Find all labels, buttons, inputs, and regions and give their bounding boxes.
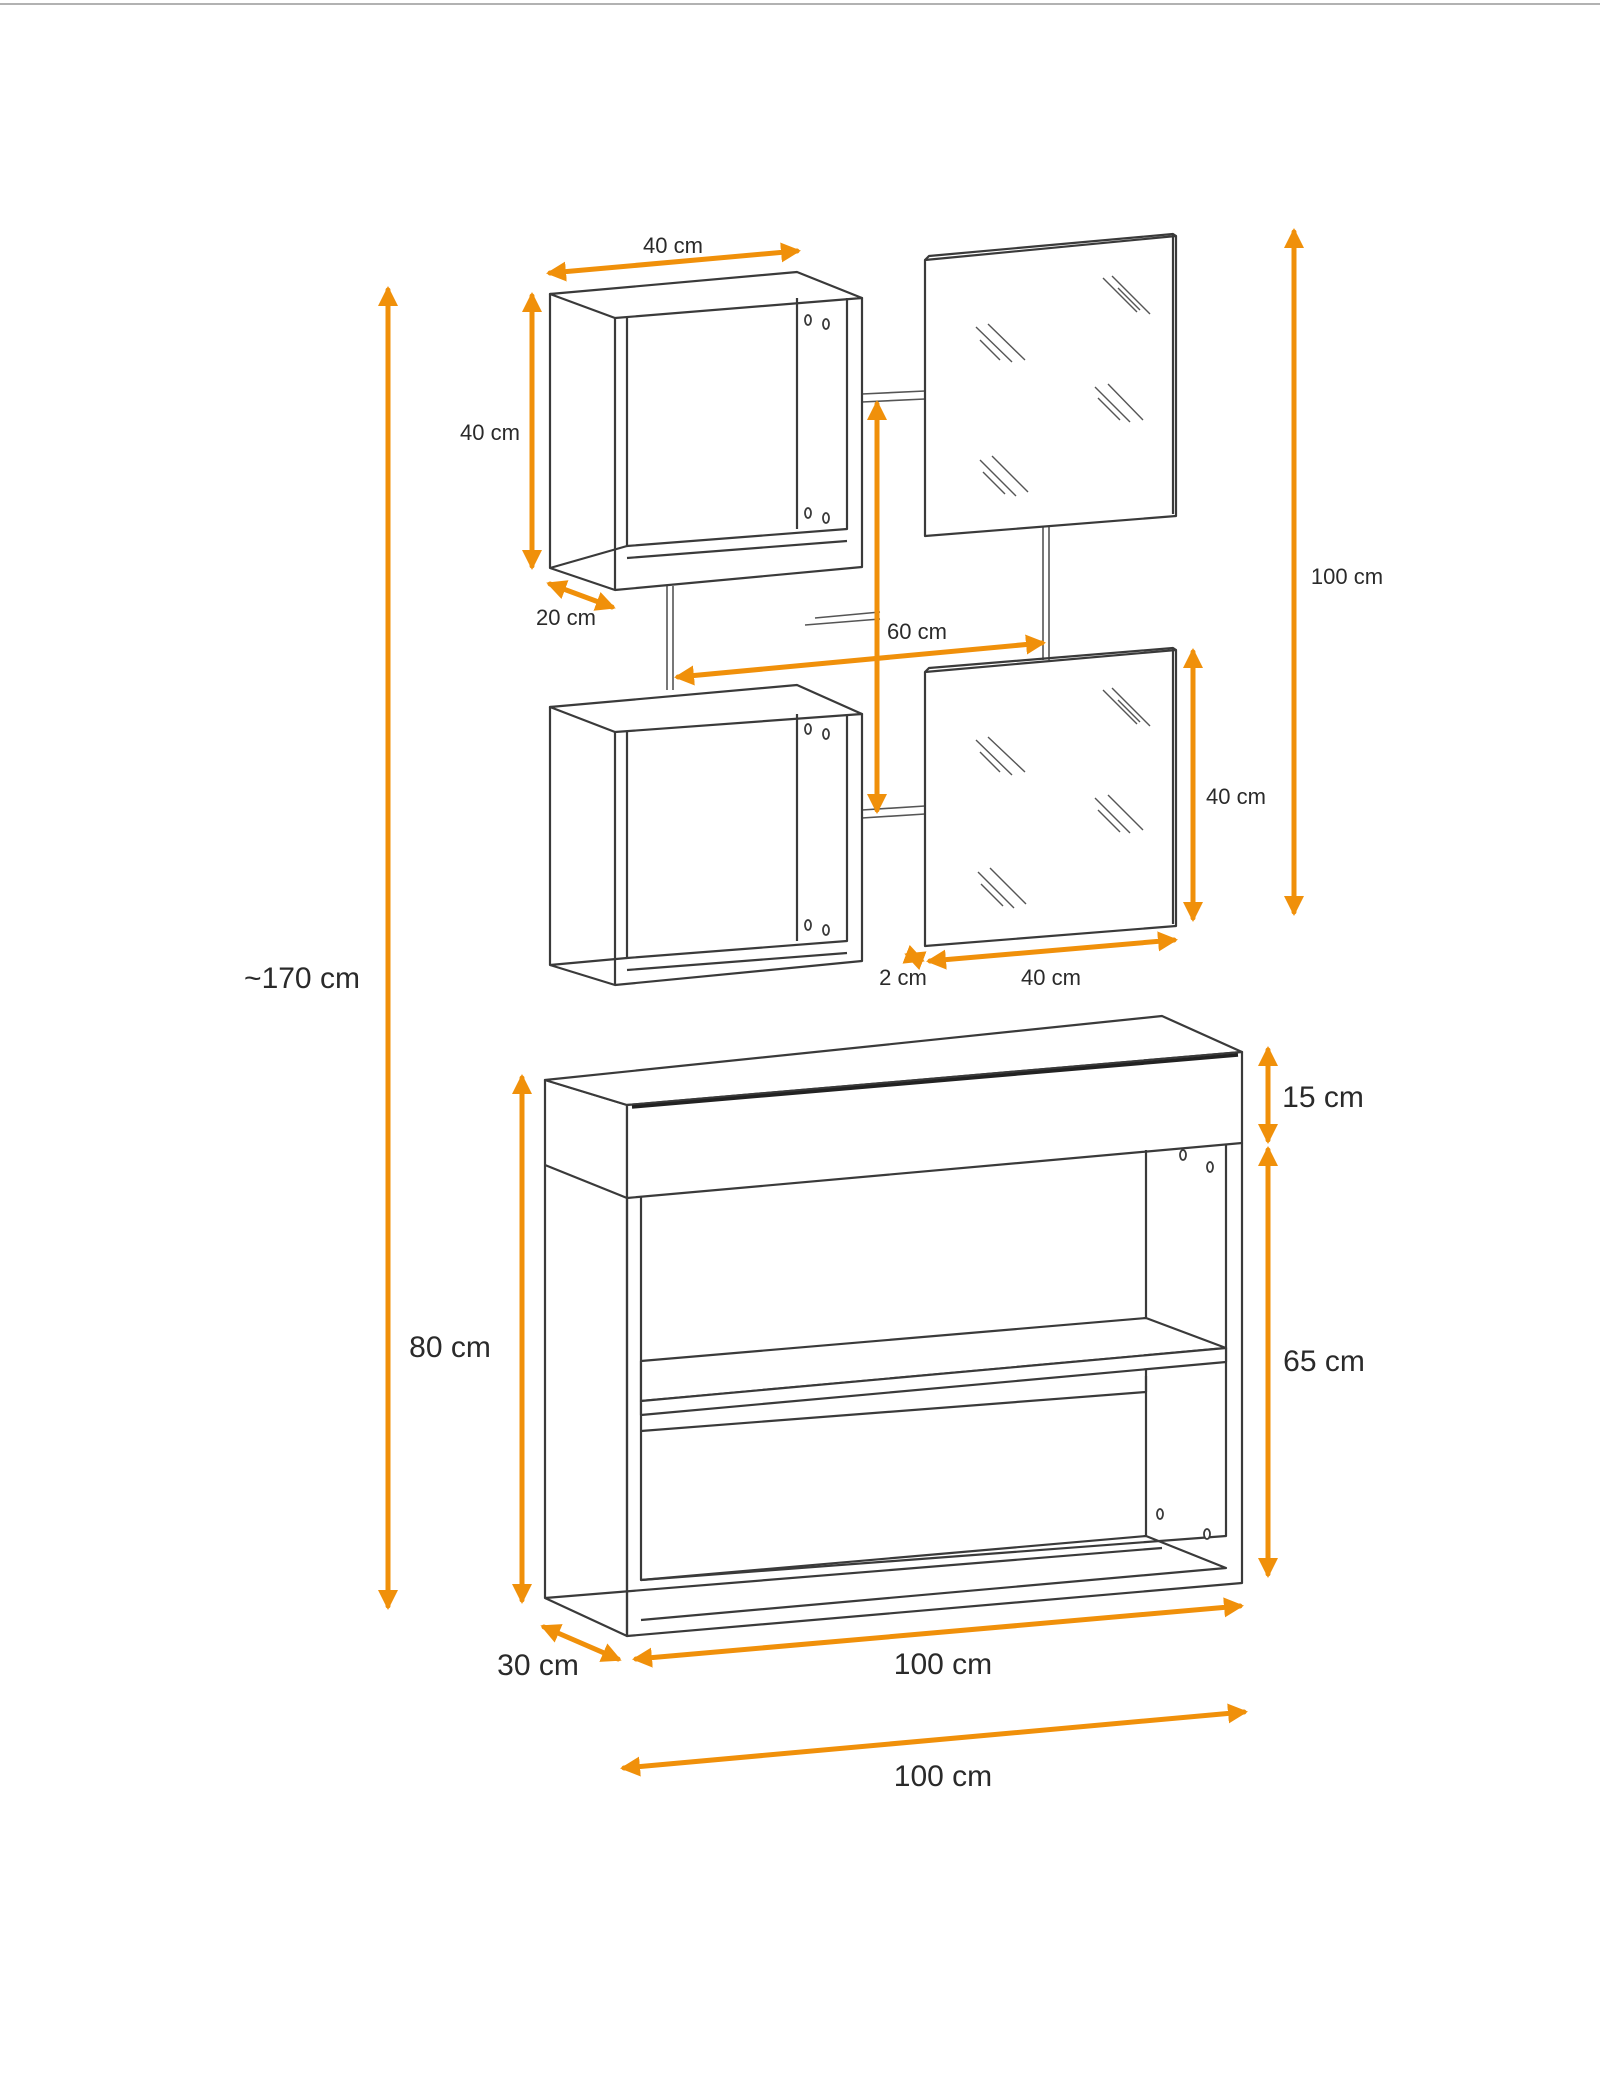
cube-width-arrow	[546, 242, 801, 282]
mount-hole	[822, 318, 830, 330]
total-height-label: ~170 cm	[244, 962, 360, 995]
mirror-width-label: 40 cm	[1021, 965, 1081, 990]
mount-hole	[822, 512, 830, 524]
cube-width-label: 40 cm	[643, 233, 703, 258]
cube-spacing-label: 60 cm	[887, 619, 947, 644]
mount-hole	[1203, 1528, 1211, 1540]
mount-hole	[1179, 1149, 1187, 1161]
mount-hole	[1156, 1508, 1164, 1520]
console-depth-label: 30 cm	[497, 1649, 579, 1682]
console-width-label: 100 cm	[894, 1648, 992, 1681]
mount-hole	[804, 314, 812, 326]
mirror-height-label: 40 cm	[1206, 784, 1266, 809]
overall-width-arrow	[620, 1703, 1248, 1777]
cube-height-label: 40 cm	[460, 420, 520, 445]
top-cube-shelf	[548, 270, 864, 592]
mirror-width-arrow	[926, 931, 1178, 970]
console-width-arrow	[632, 1597, 1244, 1668]
mount-hole	[1206, 1161, 1214, 1173]
console-depth-arrow	[540, 1624, 622, 1662]
mount-hole	[804, 919, 812, 931]
assembly-height-label: 100 cm	[1311, 564, 1383, 589]
console-height-label: 80 cm	[409, 1331, 491, 1364]
mirror-depth-label: 2 cm	[879, 965, 927, 990]
overall-width-label: 100 cm	[894, 1760, 992, 1793]
glass-reflection	[975, 687, 1151, 909]
mirror-depth-arrow	[902, 944, 927, 971]
open-section-height-label: 65 cm	[1283, 1345, 1365, 1378]
cube-depth-arrow	[546, 580, 616, 611]
top-mirror	[923, 232, 1178, 538]
mount-hole	[804, 723, 812, 735]
mount-hole	[804, 507, 812, 519]
mount-hole	[822, 728, 830, 740]
glass-reflection	[975, 275, 1151, 497]
cube-depth-label: 20 cm	[536, 605, 596, 630]
bottom-cube-shelf	[548, 683, 864, 987]
cube-spacing-arrow	[674, 634, 1046, 686]
dimension-arrows	[378, 228, 1304, 1777]
mount-hole	[822, 924, 830, 936]
drawer-height-label: 15 cm	[1282, 1081, 1364, 1114]
bottom-mirror	[923, 646, 1178, 948]
console-cabinet	[543, 1014, 1244, 1638]
dimension-labels: 40 cm 40 cm 20 cm 60 cm 100 cm 40 cm 2 c…	[244, 233, 1383, 1793]
